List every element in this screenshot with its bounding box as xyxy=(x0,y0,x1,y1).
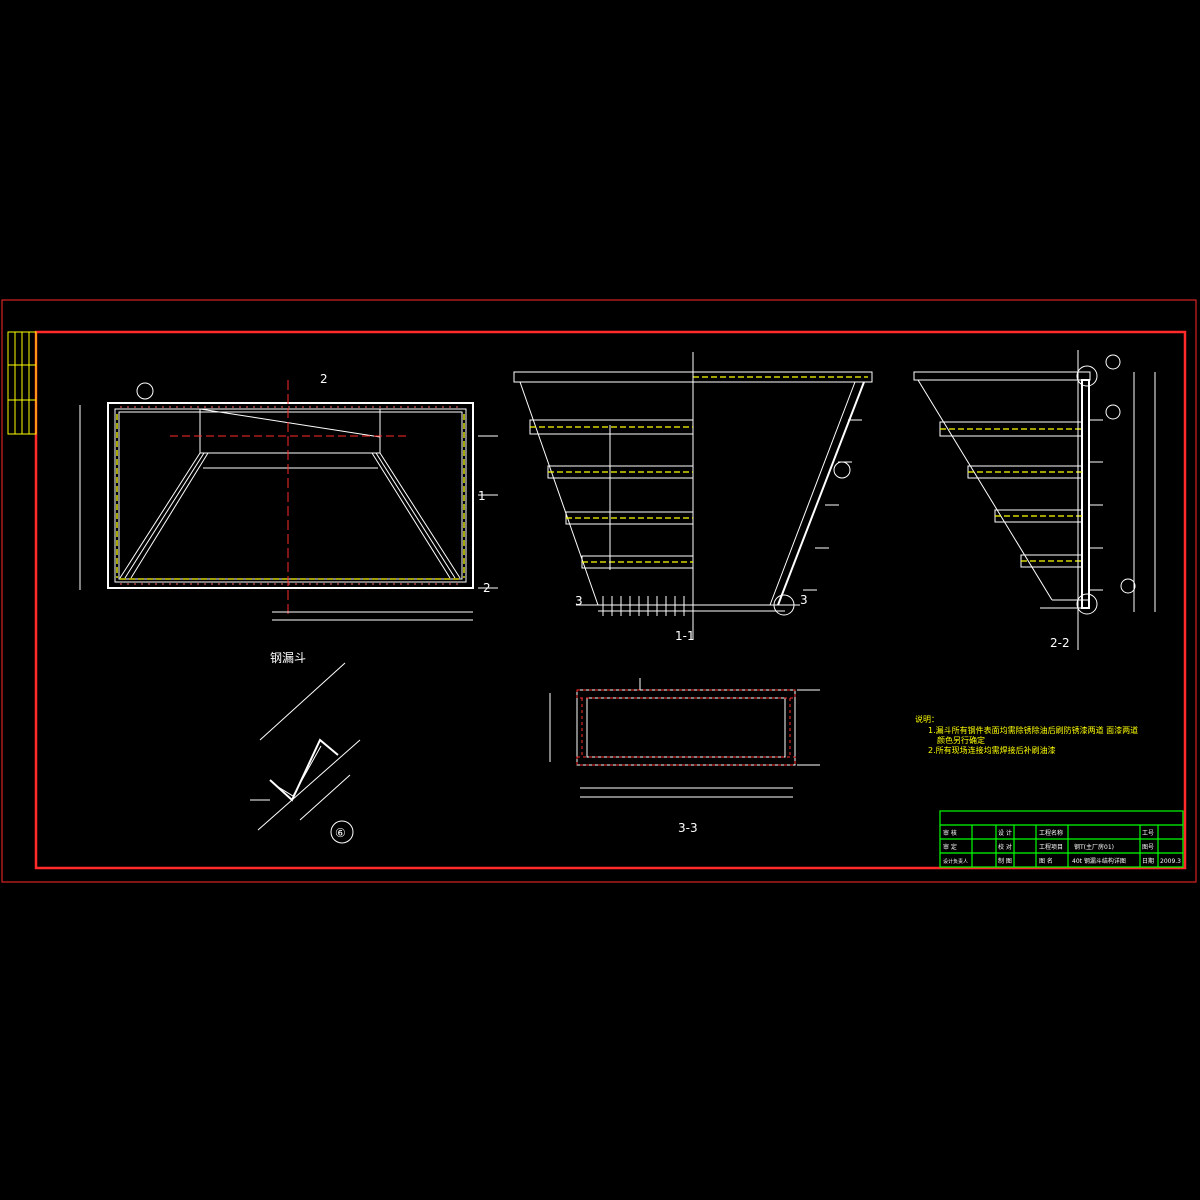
tb-r3-c5: 图 名 xyxy=(1039,857,1053,865)
tb-r1-c5: 工程名称 xyxy=(1039,829,1063,837)
title-block xyxy=(939,810,1184,868)
detail-6 xyxy=(250,662,361,844)
section-2-2-title: 2-2 xyxy=(1050,636,1070,650)
tb-r2-c1: 审 定 xyxy=(943,843,957,851)
section-3-3-title: 3-3 xyxy=(678,821,698,835)
tb-r3-c7: 日期 xyxy=(1142,857,1154,865)
cut-label-3-left: 3 xyxy=(575,594,583,608)
notes-title: 说明： xyxy=(915,714,939,724)
detail-6-label: ⑥ xyxy=(335,826,346,840)
tb-r3-c1: 设计负责人 xyxy=(943,858,968,865)
section-1-1 xyxy=(513,352,873,640)
section-3-3 xyxy=(549,678,820,798)
outer-frame xyxy=(1,299,1197,883)
left-stamp-box xyxy=(7,331,37,435)
tb-r2-c6: 钢T(主厂房01) xyxy=(1074,843,1114,851)
tb-r1-c3: 设 计 xyxy=(998,829,1012,837)
tb-r3-c8: 2009.3 xyxy=(1160,858,1181,865)
cut-label-1: 1 xyxy=(478,489,486,503)
cut-label-3-right: 3 xyxy=(800,593,808,607)
notes-line-2: 2.所有现场连接均需焊接后补刷油漆 xyxy=(928,745,1056,755)
tb-r2-c7: 图号 xyxy=(1142,844,1154,851)
plan-title: 钢漏斗 xyxy=(270,651,306,665)
cut-label-2-right: 2 xyxy=(483,581,491,595)
section-2-2 xyxy=(913,350,1156,650)
plan-view xyxy=(79,380,498,621)
section-1-1-title: 1-1 xyxy=(675,629,695,643)
inner-frame xyxy=(34,330,1187,870)
notes-line-1b: 颜色另行确定 xyxy=(937,735,985,745)
cut-label-2-top: 2 xyxy=(320,372,328,386)
tb-r1-c1: 审 核 xyxy=(943,829,957,837)
tb-r3-c6: 40t 钢漏斗结构详图 xyxy=(1072,857,1126,865)
tb-r1-c7: 工号 xyxy=(1142,830,1154,837)
notes-block: 说明： 1.漏斗所有钢件表面均需除锈除油后刷防锈漆两道 面漆两道 颜色另行确定 … xyxy=(915,714,1138,755)
notes-line-1: 1.漏斗所有钢件表面均需除锈除油后刷防锈漆两道 面漆两道 xyxy=(928,725,1138,735)
tb-r2-c3: 校 对 xyxy=(998,843,1012,851)
tb-r3-c3: 制 图 xyxy=(998,857,1012,865)
tb-r2-c5: 工程项目 xyxy=(1039,843,1063,851)
